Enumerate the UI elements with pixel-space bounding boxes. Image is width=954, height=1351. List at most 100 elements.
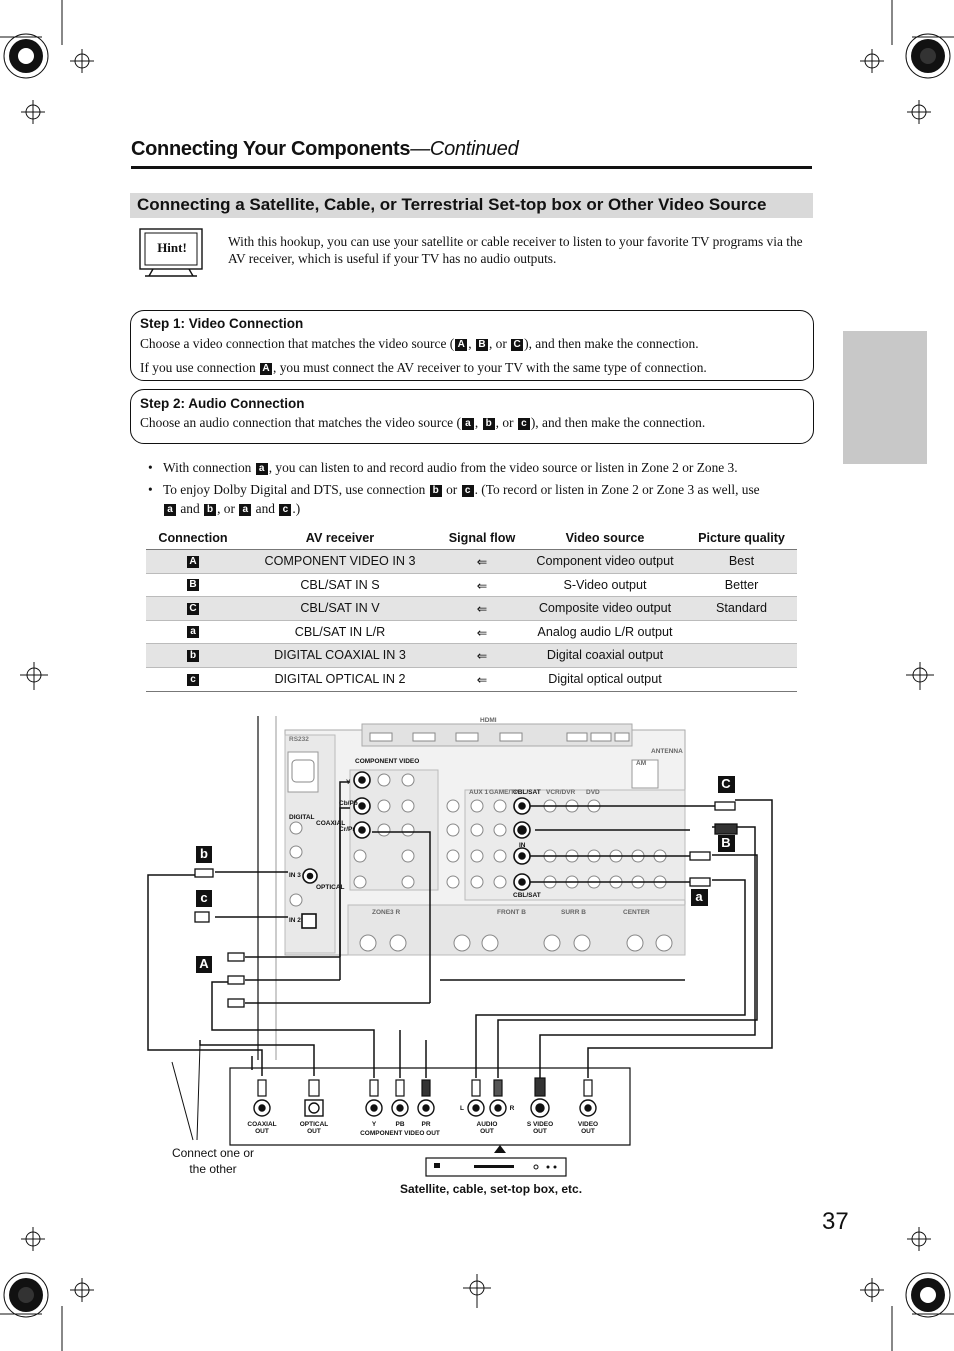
table-cell: Standard	[715, 601, 768, 616]
key-c-badge: c	[187, 673, 199, 686]
step1-text: Choose a video connection that matches t…	[140, 336, 455, 351]
panel-label-center: CENTER	[623, 909, 650, 916]
panel-label-y: Y	[346, 779, 351, 786]
signal-flow-arrow: ⇐	[476, 578, 488, 593]
table-row: c DIGITAL OPTICAL IN 2 ⇐ Digital optical…	[146, 668, 797, 692]
table-row: b DIGITAL COAXIAL IN 3 ⇐ Digital coaxial…	[146, 644, 797, 668]
key-b-badge: b	[482, 417, 495, 430]
registration-mark-icon	[860, 0, 954, 124]
registration-mark-icon	[20, 662, 48, 690]
table-row: a CBL/SAT IN L/R ⇐ Analog audio L/R outp…	[146, 621, 797, 645]
panel-label-cb: Cb/Pb	[339, 800, 358, 807]
key-c-badge: c	[517, 417, 530, 430]
bullet-text: To enjoy Dolby Digital and DTS, use conn…	[163, 482, 429, 497]
jack-label-component-out: COMPONENT VIDEO OUT	[360, 1130, 440, 1137]
step2-box	[130, 389, 814, 444]
panel-label-cblsat-bottom: CBL/SAT	[513, 892, 541, 899]
comma-text: ,	[474, 415, 479, 430]
key-A-badge: A	[187, 555, 199, 568]
panel-label-antenna: ANTENNA	[651, 748, 683, 755]
key-a-badge: a	[461, 417, 474, 430]
table-cell: DIGITAL COAXIAL IN 3	[274, 648, 406, 663]
bullet-text: With connection	[163, 460, 255, 475]
table-cell: b	[146, 648, 240, 663]
key-A-badge: A	[455, 338, 468, 351]
panel-label-aux1: AUX 1	[469, 789, 489, 796]
step1-line2: If you use connection A, you must connec…	[140, 360, 707, 376]
callout-key-c: c	[196, 890, 212, 906]
step2-text: ), and then make the connection.	[530, 415, 706, 430]
table-cell: a	[146, 625, 240, 639]
table-header: Signal flow	[448, 531, 516, 545]
table-header: Connection	[158, 531, 228, 545]
key-c-badge: c	[279, 503, 292, 516]
jack-label-coaxial-out: COAXIAL OUT	[247, 1121, 277, 1135]
callout-key-C: C	[718, 776, 734, 792]
table-header-row: Connection AV receiver Signal flow Video…	[146, 527, 797, 550]
table-cell: CBL/SAT IN L/R	[294, 624, 386, 639]
panel-label-zone3: ZONE3 R	[372, 909, 401, 916]
key-a-badge: a	[255, 462, 268, 475]
header-title: Connecting Your Components	[131, 138, 411, 160]
table-cell: Best	[728, 554, 755, 568]
step1-text: ), and then make the connection.	[524, 336, 699, 351]
panel-label-am: AM	[636, 760, 647, 767]
panel-label-dvd: DVD	[586, 789, 600, 796]
table-cell: COMPONENT VIDEO IN 3	[264, 554, 416, 568]
signal-flow-arrow: ⇐	[476, 555, 488, 569]
bullet-text: . (To record or listen in Zone 2 or Zone…	[474, 482, 760, 497]
table-cell: B	[146, 578, 240, 592]
section-title: Connecting a Satellite, Cable, or Terres…	[137, 195, 767, 214]
step2-heading: Step 2: Audio Connection	[140, 396, 305, 411]
side-tab	[843, 331, 927, 464]
signal-flow-arrow: ⇐	[476, 672, 488, 687]
table-row: C CBL/SAT IN V ⇐ Composite video output …	[146, 597, 797, 621]
connect-note: Connect one or the other	[171, 1146, 255, 1176]
connection-table: Connection AV receiver Signal flow Video…	[146, 527, 797, 692]
page-header: Connecting Your Components—Continued	[131, 138, 519, 161]
signal-flow-arrow: ⇐	[476, 602, 488, 617]
panel-label-vcrdvr: VCR/DVR	[546, 789, 576, 796]
step1-line1: Choose a video connection that matches t…	[140, 336, 699, 352]
key-a-badge: a	[239, 503, 252, 516]
table-header: Picture quality	[698, 531, 785, 545]
bullet-list: With connection a, you can listen to and…	[148, 458, 808, 518]
step2-text: Choose an audio connection that matches …	[140, 415, 461, 430]
comma-text: ,	[468, 336, 472, 351]
header-rule	[131, 166, 812, 169]
key-A-badge: A	[260, 362, 272, 375]
panel-label-in3: IN 3	[289, 872, 301, 879]
wiring-diagram	[147, 716, 773, 1177]
step1-text: , you must connect the AV receiver to yo…	[273, 360, 707, 375]
or-text: , or	[488, 336, 507, 351]
section-bar	[130, 193, 813, 218]
table-cell: Component video output	[536, 554, 674, 568]
table-header: Video source	[565, 531, 645, 545]
signal-flow-arrow: ⇐	[476, 625, 488, 640]
header-continued: —Continued	[410, 138, 519, 160]
table-row: B CBL/SAT IN S ⇐ S-Video output Better	[146, 574, 797, 598]
key-a-badge: a	[164, 503, 176, 516]
jack-label-video-out: VIDEO OUT	[577, 1121, 599, 1135]
registration-mark-icon	[0, 0, 94, 124]
table-cell: DIGITAL OPTICAL IN 2	[274, 671, 406, 686]
jack-label-pr: PR	[421, 1121, 431, 1128]
and-text: and	[180, 501, 200, 516]
bullet-item: To enjoy Dolby Digital and DTS, use conn…	[148, 480, 808, 518]
page-number: 37	[822, 1208, 849, 1235]
table-cell: Digital optical output	[548, 671, 662, 686]
table-cell: CBL/SAT IN S	[300, 577, 380, 592]
panel-label-cr: Cr/Pr	[339, 826, 355, 833]
bullet-item: With connection a, you can listen to and…	[148, 458, 808, 477]
panel-label-rs232: RS232	[289, 736, 309, 743]
or-text: , or	[217, 501, 235, 516]
key-C-badge: C	[187, 602, 199, 615]
registration-mark-icon	[0, 1227, 94, 1351]
jack-label-y: Y	[371, 1121, 377, 1128]
table-cell: Analog audio L/R output	[537, 624, 673, 639]
panel-label-cblsat-top: CBL/SAT	[513, 789, 541, 796]
key-c-badge: c	[461, 484, 474, 497]
table-cell: C	[146, 601, 240, 615]
hint-tv-icon	[139, 228, 203, 277]
panel-label-component: COMPONENT VIDEO	[355, 758, 420, 765]
